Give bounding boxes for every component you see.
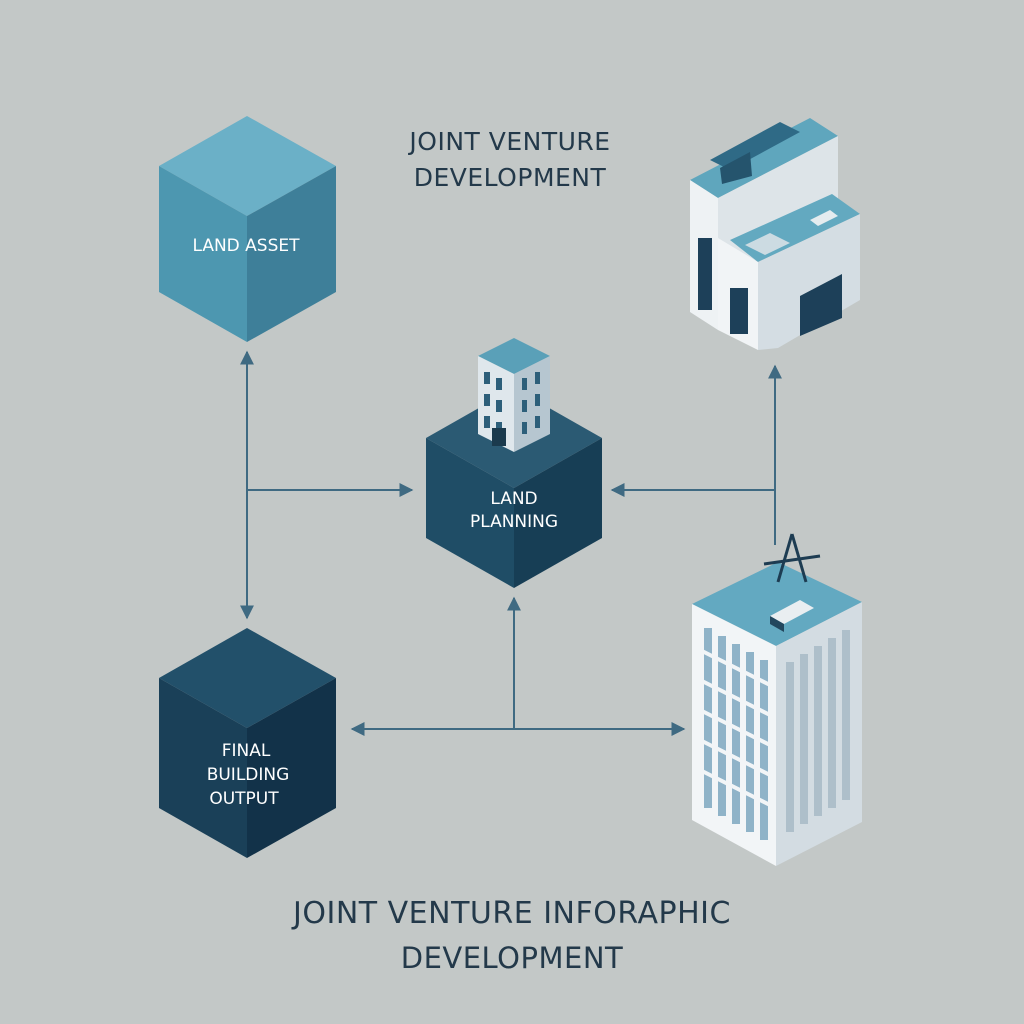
crane-icon bbox=[763, 533, 821, 583]
highrise-floor-lines bbox=[699, 648, 773, 808]
land-asset-cube-left bbox=[159, 166, 247, 342]
diagram-title-line2: DEVELOPMENT bbox=[413, 163, 607, 192]
land-asset-label: LAND ASSET bbox=[192, 236, 300, 256]
footer-title-line1: JOINT VENTURE INFORAPHIC bbox=[293, 896, 731, 931]
land-planning-label-line2: PLANNING bbox=[470, 512, 558, 532]
land-planning-cube-right bbox=[514, 438, 602, 588]
final-output-cube-top bbox=[159, 628, 336, 728]
lowrise-building-icon bbox=[690, 118, 860, 350]
final-output-label-line3: OUTPUT bbox=[209, 789, 279, 809]
land-asset-cube-top bbox=[159, 116, 336, 216]
connectors bbox=[240, 350, 782, 736]
final-output-cube-left bbox=[159, 678, 247, 858]
final-output-label-line1: FINAL bbox=[222, 741, 271, 761]
diagram-title: JOINT VENTURE DEVELOPMENT bbox=[330, 124, 690, 196]
final-output-node: FINAL BUILDING OUTPUT bbox=[159, 628, 336, 858]
land-asset-cube-right bbox=[247, 166, 336, 342]
diagram-title-line1: JOINT VENTURE bbox=[409, 127, 611, 156]
land-planning-label-line1: LAND bbox=[490, 489, 537, 509]
land-asset-node: LAND ASSET bbox=[159, 116, 336, 342]
highrise-building-icon bbox=[692, 533, 862, 866]
footer-title-line2: DEVELOPMENT bbox=[400, 941, 624, 975]
final-output-label-line2: BUILDING bbox=[207, 765, 290, 785]
highrise-windows-right bbox=[786, 630, 850, 832]
small-building-icon bbox=[478, 338, 550, 452]
land-planning-cube-left bbox=[426, 438, 514, 588]
highrise-windows-left bbox=[704, 628, 768, 840]
footer-title: JOINT VENTURE INFORAPHIC DEVELOPMENT bbox=[180, 892, 844, 980]
final-output-cube-right bbox=[247, 678, 336, 858]
